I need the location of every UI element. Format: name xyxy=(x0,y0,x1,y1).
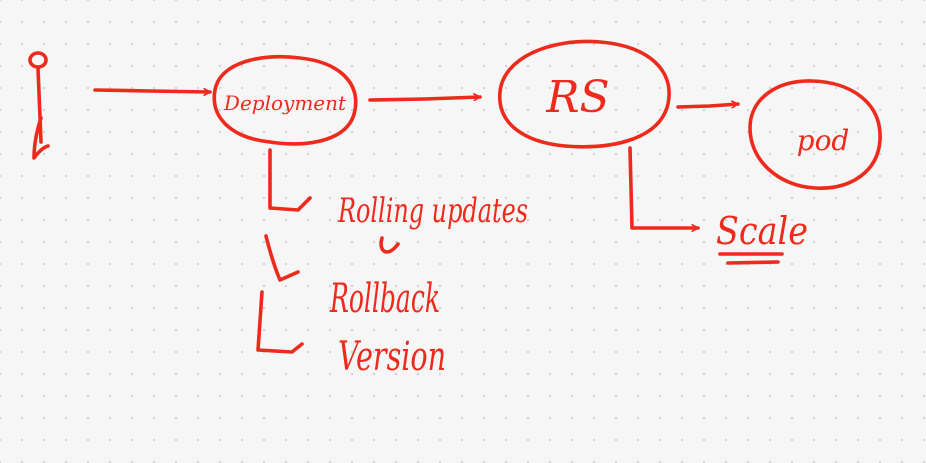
branch-scale-line xyxy=(628,146,700,228)
arrow-deployment-to-rs xyxy=(368,97,482,102)
arrow-user-to-deployment xyxy=(93,90,212,92)
user-actor-icon xyxy=(28,51,50,160)
pod-node-outline xyxy=(748,79,882,190)
scale-underline-second xyxy=(726,260,780,265)
rolling-updates-label: Rolling updates xyxy=(337,191,528,231)
branch-rolling-updates-line xyxy=(268,148,312,212)
arrow-rs-to-pod xyxy=(676,104,740,109)
rolling-updates-underline-mark xyxy=(379,236,400,254)
branch-rollback-line xyxy=(264,234,300,282)
deployment-node-outline xyxy=(212,54,358,146)
rs-node-outline xyxy=(498,39,671,149)
branch-version-line xyxy=(256,290,304,354)
labels: Deployment RS pod Rolling updates Rollba… xyxy=(223,72,849,380)
version-label: Version xyxy=(338,334,446,380)
ink-strokes xyxy=(28,39,882,354)
rollback-label: Rollback xyxy=(329,276,440,322)
scale-label: Scale xyxy=(716,209,808,253)
deployment-node-label: Deployment xyxy=(223,91,347,115)
pod-node-label: pod xyxy=(797,124,850,157)
rs-node-label: RS xyxy=(545,72,609,123)
